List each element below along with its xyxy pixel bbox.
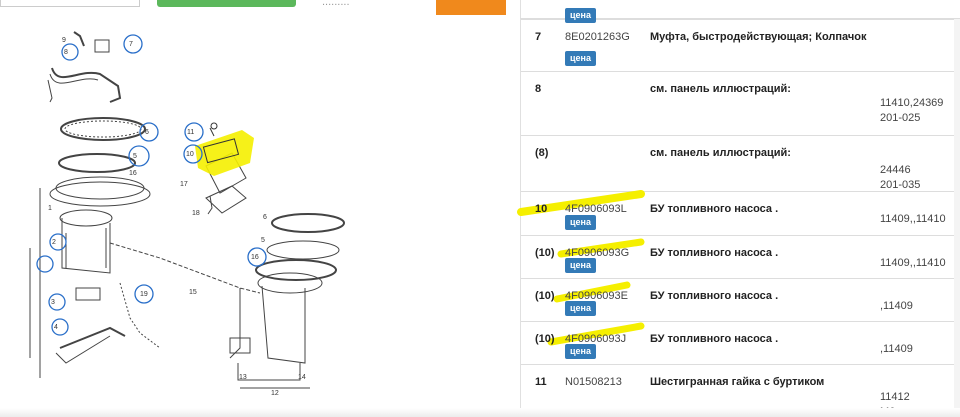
parts-illustration: 9 8 7 6 5 16 1 2 3 4 19 15 11 10 17 18 6… <box>0 18 520 417</box>
part-refs: ,11409 <box>880 299 942 314</box>
part-number: 10 <box>535 203 548 215</box>
scrollbar[interactable] <box>954 19 960 417</box>
ref-line: ,11409 <box>880 300 913 312</box>
part-refs: 24446 201-035 <box>880 163 942 193</box>
callout-11: 11 <box>187 129 194 136</box>
part-refs: ,11409 <box>880 342 942 357</box>
exploded-view-drawing: 9 8 7 6 5 16 1 2 3 4 19 15 11 10 17 18 6… <box>29 31 345 397</box>
callout-18: 18 <box>192 210 200 217</box>
callout-13: 13 <box>239 374 247 381</box>
table-top-border <box>520 18 960 19</box>
callout-15: 15 <box>189 289 197 296</box>
marker-highlight <box>547 322 645 346</box>
callout-6b: 6 <box>263 214 267 221</box>
part-description: см. панель иллюстраций: <box>650 83 791 95</box>
highlight-part-10 <box>195 130 254 176</box>
part-description: см. панель иллюстраций: <box>650 147 791 159</box>
callout-10: 10 <box>186 151 194 158</box>
search-input[interactable] <box>0 0 140 7</box>
callout-14: 14 <box>298 374 306 381</box>
callout-16: 16 <box>129 170 137 177</box>
callout-12: 12 <box>271 390 279 397</box>
table-row: (10) 4F0906093G БУ топливного насоса . ц… <box>521 236 960 279</box>
part-number: 8 <box>535 83 542 95</box>
marker-highlight <box>517 190 645 216</box>
part-code[interactable]: 8E0201263G <box>565 31 630 43</box>
part-number: (8) <box>535 147 549 159</box>
table-row: 10 4F0906093L БУ топливного насоса . цен… <box>517 190 960 236</box>
price-button[interactable]: цена <box>565 301 596 316</box>
marker-highlight <box>553 281 631 303</box>
price-button[interactable]: цена <box>565 258 596 273</box>
part-code[interactable]: 4F0906093E <box>565 290 628 302</box>
ref-line: 11409,,11410 <box>880 213 946 225</box>
callout-5: 5 <box>133 153 137 160</box>
part-refs: 11409,,11410 <box>880 212 946 227</box>
callout-6: 6 <box>145 129 149 136</box>
part-refs: 11410,24369 201-025 <box>880 96 944 126</box>
price-button[interactable]: цена <box>565 8 596 23</box>
parts-table: цена 7 8E0201263G Муфта, быстродействующ… <box>517 8 960 417</box>
part-description: БУ топливного насоса . <box>650 333 779 345</box>
price-button[interactable]: цена <box>565 344 596 359</box>
part-description: БУ топливного насоса . <box>650 290 779 302</box>
price-button[interactable]: цена <box>565 215 596 230</box>
table-row: (10) 4F0906093J БУ топливного насоса . ц… <box>521 322 960 365</box>
part-number: (10) <box>535 290 555 302</box>
part-code[interactable]: 4F0906093J <box>565 333 627 345</box>
ref-line: 201-025 <box>880 112 921 124</box>
part-code[interactable]: 4F0906093G <box>565 247 630 259</box>
ref-line: 11410,24369 <box>880 97 944 109</box>
ref-line: 11412 <box>880 391 910 403</box>
table-row: (10) 4F0906093E БУ топливного насоса . ц… <box>521 279 960 322</box>
part-description: БУ топливного насоса . <box>650 203 779 215</box>
callout-9: 9 <box>62 37 66 44</box>
green-action-button[interactable] <box>157 0 296 7</box>
callout-16b: 16 <box>251 254 259 261</box>
top-toolbar: ......... <box>0 0 960 18</box>
callout-7: 7 <box>129 41 133 48</box>
ref-line: 24446 <box>880 164 911 176</box>
callout-17: 17 <box>180 181 188 188</box>
callout-2: 2 <box>52 239 56 246</box>
part-description: Шестигранная гайка с буртиком <box>650 376 825 388</box>
part-code[interactable]: N01508213 <box>565 376 622 388</box>
callout-4: 4 <box>54 324 58 331</box>
callout-8: 8 <box>64 49 68 56</box>
part-number: (10) <box>535 247 555 259</box>
callout-5b: 5 <box>261 237 265 244</box>
table-row: цена <box>521 8 960 23</box>
part-number: (10) <box>535 333 555 345</box>
ref-line: 201-035 <box>880 179 921 191</box>
part-number: 11 <box>535 376 547 388</box>
table-row: (8) см. панель иллюстраций: 24446 201-03… <box>521 136 960 192</box>
price-button[interactable]: цена <box>565 51 596 66</box>
part-number: 7 <box>535 31 542 43</box>
table-row: 8 см. панель иллюстраций: 11410,24369 20… <box>521 72 960 136</box>
callout-19: 19 <box>140 291 148 298</box>
part-description: БУ топливного насоса . <box>650 247 779 259</box>
callout-3: 3 <box>51 299 55 306</box>
part-description: Муфта, быстродействующая; Колпачок <box>650 31 867 43</box>
marker-highlight <box>557 238 645 258</box>
part-code[interactable]: 4F0906093L <box>565 203 627 215</box>
ref-line: 11409,,11410 <box>880 257 946 269</box>
table-row: 7 8E0201263G Муфта, быстродействующая; К… <box>521 20 960 72</box>
ref-line: ,11409 <box>880 343 913 355</box>
callout-1: 1 <box>48 205 52 212</box>
top-link[interactable]: ......... <box>322 0 350 8</box>
bottom-edge <box>0 408 960 417</box>
part-refs: 11409,,11410 <box>880 256 946 271</box>
orange-action-button[interactable] <box>436 0 506 15</box>
